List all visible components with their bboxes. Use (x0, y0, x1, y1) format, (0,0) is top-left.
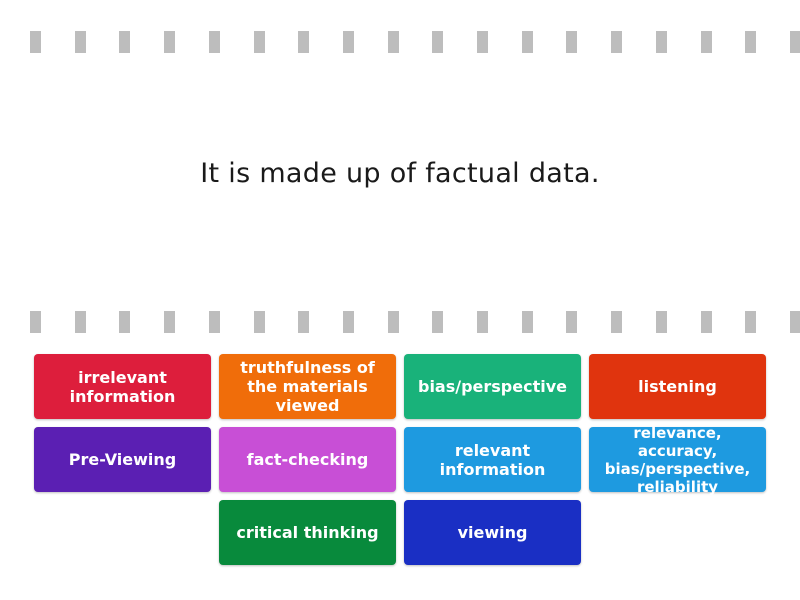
answer-tile-viewing[interactable]: viewing (404, 500, 581, 565)
dash-segment (119, 31, 130, 53)
dash-segment (477, 311, 488, 333)
dash-segment (254, 311, 265, 333)
answer-tile-bias-perspective[interactable]: bias/perspective (404, 354, 581, 419)
dash-segment (209, 31, 220, 53)
dash-segment (566, 31, 577, 53)
dash-segment (119, 311, 130, 333)
dash-segment (522, 31, 533, 53)
answer-tile-critical-thinking[interactable]: critical thinking (219, 500, 396, 565)
dash-segment (209, 311, 220, 333)
dash-segment (298, 31, 309, 53)
dash-segment (611, 31, 622, 53)
dash-segment (164, 311, 175, 333)
answer-tile-fact-checking[interactable]: fact-checking (219, 427, 396, 492)
dash-segment (790, 31, 800, 53)
dash-segment (790, 311, 800, 333)
dash-segment (388, 311, 399, 333)
answer-tile-pre-viewing[interactable]: Pre-Viewing (34, 427, 211, 492)
dash-segment (75, 311, 86, 333)
dash-segment (30, 311, 41, 333)
dash-segment (30, 31, 41, 53)
answer-tile-relevant-information[interactable]: relevant information (404, 427, 581, 492)
dash-segment (611, 311, 622, 333)
dash-segment (477, 31, 488, 53)
answer-tile-listening[interactable]: listening (589, 354, 766, 419)
dash-segment (656, 31, 667, 53)
answer-tile-truthfulness[interactable]: truthfulness of the materials viewed (219, 354, 396, 419)
answer-tile-relevance-accuracy[interactable]: relevance, accuracy, bias/perspective, r… (589, 424, 766, 496)
dash-segment (701, 31, 712, 53)
dash-segment (298, 311, 309, 333)
bottom-dashed-border (0, 311, 800, 333)
question-text: It is made up of factual data. (200, 158, 600, 189)
dash-segment (254, 31, 265, 53)
dash-segment (164, 31, 175, 53)
dash-segment (343, 31, 354, 53)
dash-segment (522, 311, 533, 333)
top-dashed-border (0, 31, 800, 53)
dash-segment (388, 31, 399, 53)
dash-segment (745, 311, 756, 333)
dash-segment (343, 311, 354, 333)
dash-segment (75, 31, 86, 53)
dash-segment (656, 311, 667, 333)
dash-segment (432, 31, 443, 53)
dash-segment (745, 31, 756, 53)
dash-segment (701, 311, 712, 333)
answer-tile-irrelevant-information[interactable]: irrelevant information (34, 354, 211, 419)
dash-segment (432, 311, 443, 333)
dash-segment (566, 311, 577, 333)
